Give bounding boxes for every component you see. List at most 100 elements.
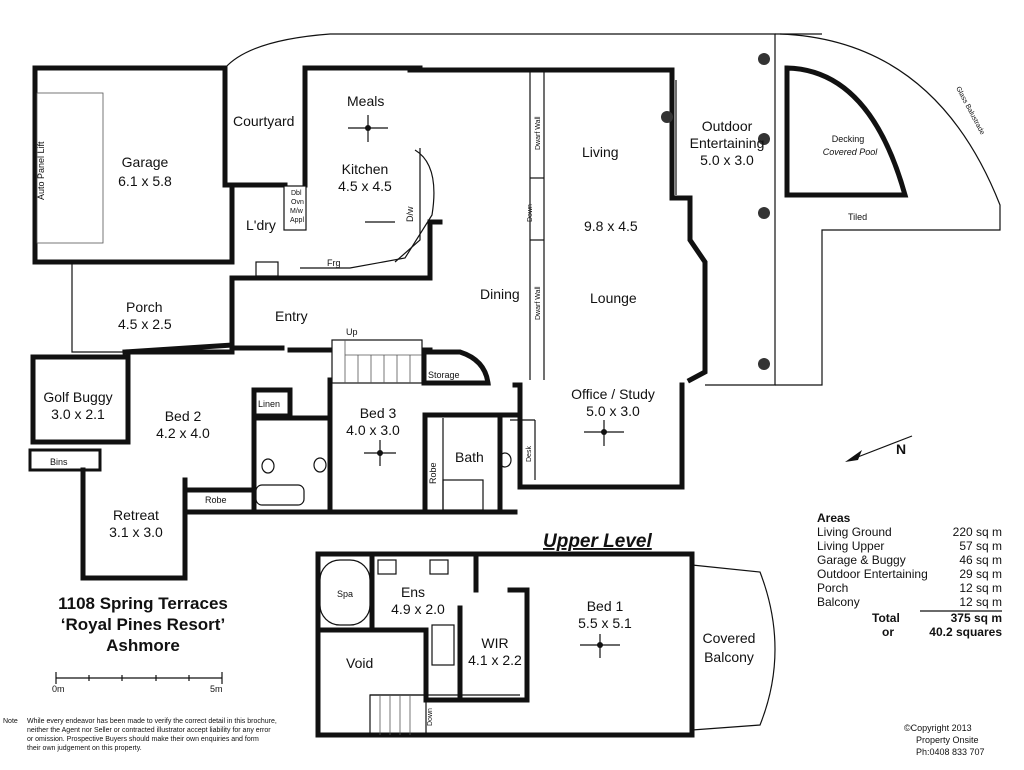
balcony-name1: Covered bbox=[703, 630, 756, 646]
total-value: 375 sq m bbox=[951, 611, 1002, 625]
bins-label: Bins bbox=[50, 457, 68, 467]
porch-name: Porch bbox=[126, 299, 163, 315]
decking-sub: Covered Pool bbox=[823, 147, 879, 157]
area-value-3: 29 sq m bbox=[959, 567, 1002, 581]
area-label-5: Balcony bbox=[817, 595, 860, 609]
ovn-label: Ovn bbox=[291, 199, 304, 206]
balcony-name2: Balcony bbox=[704, 649, 754, 665]
up-label: Up bbox=[346, 327, 358, 337]
retreat-name: Retreat bbox=[113, 507, 159, 523]
areas-table: Areas Living Ground 220 sq m Living Uppe… bbox=[817, 511, 1002, 639]
area-value-2: 46 sq m bbox=[959, 553, 1002, 567]
bath-label: Bath bbox=[455, 449, 484, 465]
scale-end: 5m bbox=[210, 684, 223, 694]
or-value: 40.2 squares bbox=[929, 625, 1002, 639]
dwarf-wall-lower: Dwarf Wall bbox=[535, 286, 542, 320]
ens-size: 4.9 x 2.0 bbox=[391, 601, 445, 617]
north-arrow: N bbox=[845, 435, 913, 462]
mw-label: M/w bbox=[290, 208, 304, 215]
north-label: N bbox=[896, 441, 906, 457]
title-line2: ‘Royal Pines Resort’ bbox=[61, 615, 225, 634]
area-value-1: 57 sq m bbox=[959, 539, 1002, 553]
courtyard-label: Courtyard bbox=[233, 113, 294, 129]
or-label: or bbox=[882, 625, 894, 639]
bed1-size: 5.5 x 5.1 bbox=[578, 615, 632, 631]
dbl-label: Dbl bbox=[291, 190, 302, 197]
area-label-3: Outdoor Entertaining bbox=[817, 567, 928, 581]
golf-buggy-size: 3.0 x 2.1 bbox=[51, 406, 105, 422]
note-line-3: their own judgement on this property. bbox=[27, 745, 142, 752]
area-label-0: Living Ground bbox=[817, 525, 892, 539]
retreat-size: 3.1 x 3.0 bbox=[109, 524, 163, 540]
outdoor-name1: Outdoor bbox=[702, 118, 753, 134]
desk-label: Desk bbox=[526, 446, 533, 462]
living-name: Living bbox=[582, 144, 619, 160]
outdoor-name2: Entertaining bbox=[690, 135, 765, 151]
wir-size: 4.1 x 2.2 bbox=[468, 652, 522, 668]
garage-size: 6.1 x 5.8 bbox=[118, 173, 172, 189]
ground-walls bbox=[28, 33, 1001, 581]
scale-start: 0m bbox=[52, 684, 65, 694]
title-line1: 1108 Spring Terraces bbox=[58, 594, 228, 613]
outdoor-size: 5.0 x 3.0 bbox=[700, 152, 754, 168]
areas-heading: Areas bbox=[817, 511, 851, 525]
dining-label: Dining bbox=[480, 286, 520, 302]
upper-down-label: Down bbox=[427, 708, 434, 726]
bed1-name: Bed 1 bbox=[587, 598, 624, 614]
area-label-1: Living Upper bbox=[817, 539, 884, 553]
void-label: Void bbox=[346, 655, 373, 671]
robe-bed3-label: Robe bbox=[428, 462, 438, 484]
note-line-2: or omission. Prospective Buyers should m… bbox=[27, 736, 259, 743]
robe-bed2-label: Robe bbox=[205, 495, 227, 505]
title-line3: Ashmore bbox=[106, 636, 180, 655]
meals-label: Meals bbox=[347, 93, 384, 109]
decking-name: Decking bbox=[832, 134, 865, 144]
area-value-0: 220 sq m bbox=[953, 525, 1002, 539]
spa-label: Spa bbox=[337, 589, 353, 599]
bed2-size: 4.2 x 4.0 bbox=[156, 425, 210, 441]
golf-buggy-name: Golf Buggy bbox=[43, 389, 112, 405]
total-label: Total bbox=[872, 611, 900, 625]
upper-walls bbox=[315, 551, 776, 738]
bed2-name: Bed 2 bbox=[165, 408, 202, 424]
wir-name: WIR bbox=[481, 635, 508, 651]
storage-label: Storage bbox=[428, 370, 460, 380]
office-name: Office / Study bbox=[571, 386, 655, 402]
tiled-label: Tiled bbox=[848, 212, 867, 222]
copyright-line1: ©Copyright 2013 bbox=[904, 723, 972, 733]
laundry-label: L'dry bbox=[246, 217, 276, 233]
upper-level-title: Upper Level bbox=[543, 531, 652, 552]
linen-label: Linen bbox=[258, 399, 280, 409]
ens-name: Ens bbox=[401, 584, 425, 600]
appl-label: Appl bbox=[290, 217, 304, 224]
copyright-line2: Property Onsite bbox=[916, 735, 979, 745]
dw-label: D/w bbox=[405, 206, 415, 222]
scale-bar: 0m 5m bbox=[52, 672, 223, 694]
bed3-size: 4.0 x 3.0 bbox=[346, 422, 400, 438]
dwarf-wall-upper: Dwarf Wall bbox=[535, 116, 542, 150]
title-block: 1108 Spring Terraces ‘Royal Pines Resort… bbox=[58, 594, 228, 655]
auto-panel-lift-label: Auto Panel Lift bbox=[36, 141, 46, 200]
frg-label: Frg bbox=[327, 258, 341, 268]
garage-name: Garage bbox=[122, 154, 169, 170]
office-size: 5.0 x 3.0 bbox=[586, 403, 640, 419]
area-label-2: Garage & Buggy bbox=[817, 553, 906, 567]
lounge-label: Lounge bbox=[590, 290, 637, 306]
copyright-block: ©Copyright 2013 Property Onsite Ph:0408 … bbox=[904, 723, 985, 757]
kitchen-size: 4.5 x 4.5 bbox=[338, 178, 392, 194]
area-label-4: Porch bbox=[817, 581, 848, 595]
note-line-1: neither the Agent nor Seller or contract… bbox=[27, 727, 271, 734]
kitchen-name: Kitchen bbox=[342, 161, 389, 177]
entry-label: Entry bbox=[275, 308, 308, 324]
note-label: Note bbox=[3, 718, 18, 725]
room-labels: Garage 6.1 x 5.8 Auto Panel Lift Courtya… bbox=[36, 86, 985, 726]
copyright-line3: Ph:0408 833 707 bbox=[916, 747, 985, 757]
note-line-0: While every endeavor has been made to ve… bbox=[27, 718, 277, 725]
living-size: 9.8 x 4.5 bbox=[584, 218, 638, 234]
area-value-5: 12 sq m bbox=[959, 595, 1002, 609]
down-label: Down bbox=[527, 204, 534, 222]
ground-fixtures bbox=[255, 53, 770, 658]
porch-size: 4.5 x 2.5 bbox=[118, 316, 172, 332]
area-value-4: 12 sq m bbox=[959, 581, 1002, 595]
